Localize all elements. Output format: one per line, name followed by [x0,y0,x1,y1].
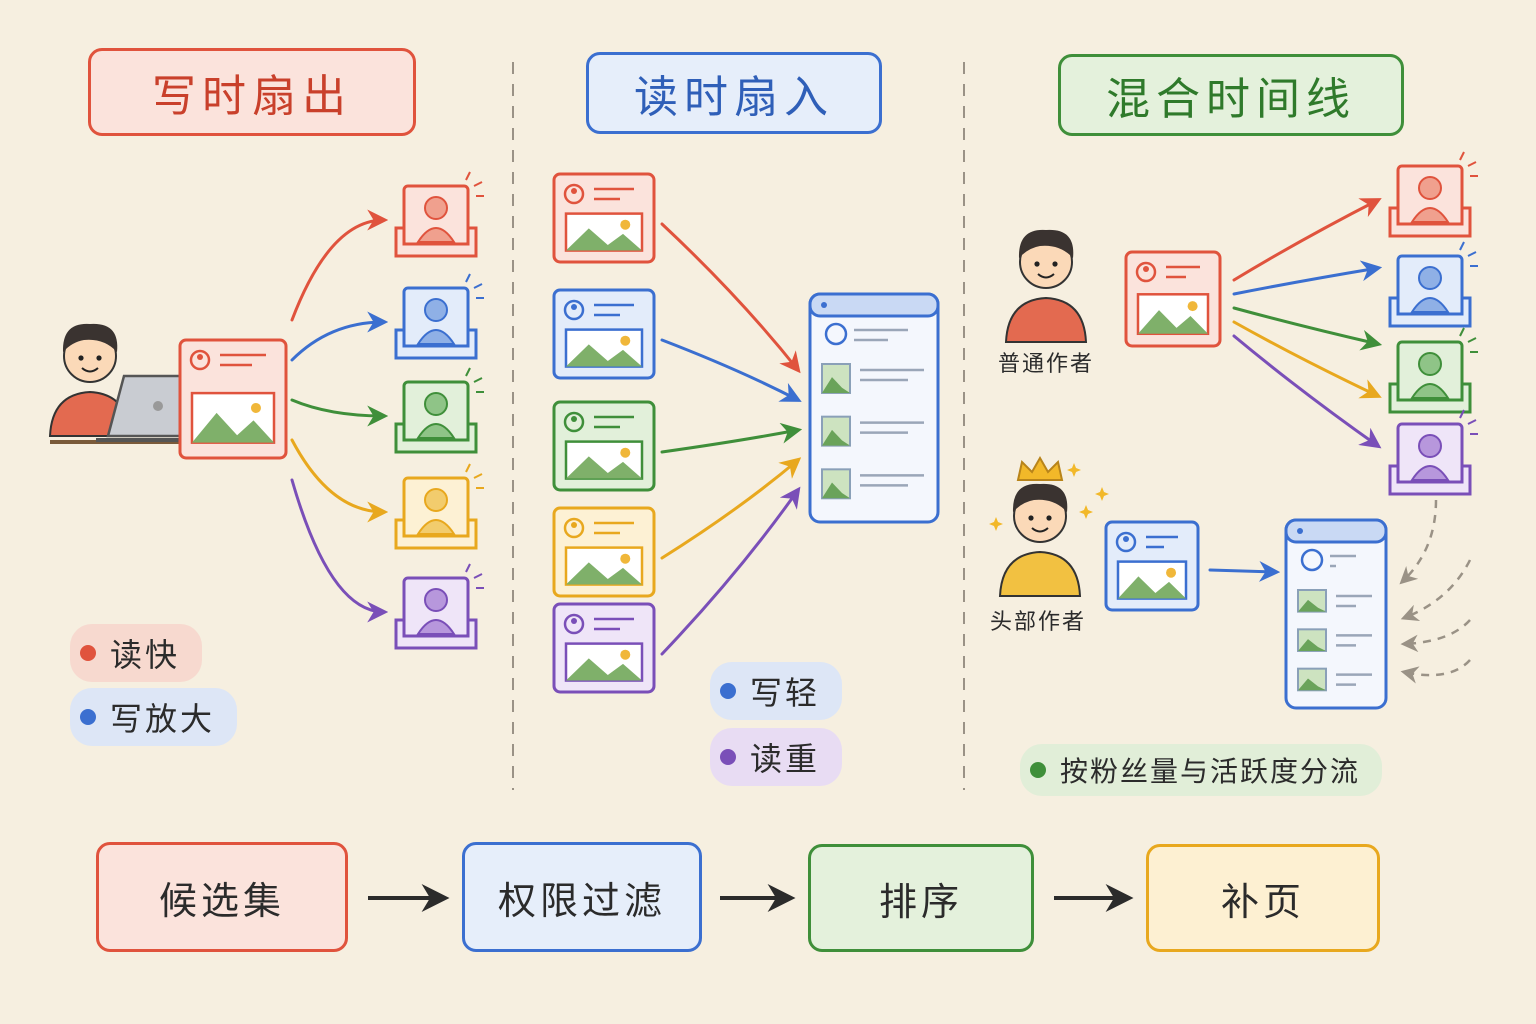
dashed-arrow-icon [1400,559,1472,622]
arrow-icon [1232,306,1383,351]
post-card-icon [178,338,288,460]
legend-dot-icon [80,645,96,661]
top-author-label: 头部作者 [990,610,1087,635]
arrow-icon [290,209,389,322]
write-fanout-title: 写时扇出 [88,48,416,136]
legend-label: 按粉丝量与活跃度分流 [1060,755,1361,788]
pipeline-step-ranking: 排序 [808,844,1034,952]
legend-label: 读重 [750,740,821,778]
arrow-icon [290,311,389,362]
dashed-arrow-icon [1399,499,1438,585]
legend-write-amplification: 写放大 [70,688,238,746]
arrow-icon [660,457,802,560]
arrow-icon [660,486,801,656]
sparkle-icon [989,517,1003,531]
arrow-icon [290,478,389,623]
person-at-laptop-icon [48,323,210,444]
legend-dot-icon [1030,762,1046,778]
dashed-arrow-icon [1400,619,1471,653]
sparkle-icon [1079,505,1093,519]
follower-inbox-icon [1388,327,1478,414]
follower-inbox-icon [394,463,484,550]
legend-read-fast: 读快 [70,624,203,682]
arrow-icon [660,338,802,402]
legend-label: 写放大 [110,700,216,738]
post-card-icon [1124,250,1222,348]
sparkle-icon [1067,463,1081,477]
arrow-icon [660,222,801,374]
read-fanin-title: 读时扇入 [586,52,882,134]
post-card-icon [552,506,656,598]
arrow-icon [1232,260,1383,296]
post-card-icon [1104,520,1200,612]
feed-timeline-icon [808,292,940,524]
dashed-arrow-icon [1400,659,1471,684]
legend-dot-icon [720,749,736,765]
arrow-icon [1232,198,1382,282]
follower-inbox-icon [394,367,484,454]
normal-author-label: 普通作者 [998,352,1095,377]
legend-split-by-followers: 按粉丝量与活跃度分流 [1020,744,1383,796]
follower-inbox-icon [394,273,484,360]
pipeline-step-permission-filter: 权限过滤 [462,842,702,952]
legend-read-heavy: 读重 [710,728,843,786]
follower-inbox-icon [1388,409,1478,496]
crown-icon [1016,455,1064,481]
post-card-icon [552,602,656,694]
arrow-icon [1208,560,1281,582]
feed-timeline-icon [1284,518,1388,710]
legend-dot-icon [80,709,96,725]
legend-write-light: 写轻 [710,662,843,720]
follower-inbox-icon [394,171,484,258]
post-card-icon [552,288,656,380]
follower-inbox-icon [1388,241,1478,328]
pipeline-step-pagination-fill: 补页 [1146,844,1380,952]
arrow-icon [660,422,803,454]
post-card-icon [552,400,656,492]
top-author-icon [998,483,1082,597]
arrow-icon [1232,320,1382,399]
legend-label: 写轻 [750,674,821,712]
legend-dot-icon [720,683,736,699]
post-card-icon [552,172,656,264]
follower-inbox-icon [1388,151,1478,238]
arrow-icon [290,398,389,427]
follower-inbox-icon [394,563,484,650]
arrow-icon [290,438,389,523]
arrow-icon [1232,334,1382,449]
legend-label: 读快 [110,636,181,674]
hybrid-timeline-title: 混合时间线 [1058,54,1404,136]
sparkle-icon [1095,487,1109,501]
pipeline-step-candidates: 候选集 [96,842,348,952]
normal-author-icon [1004,229,1088,343]
